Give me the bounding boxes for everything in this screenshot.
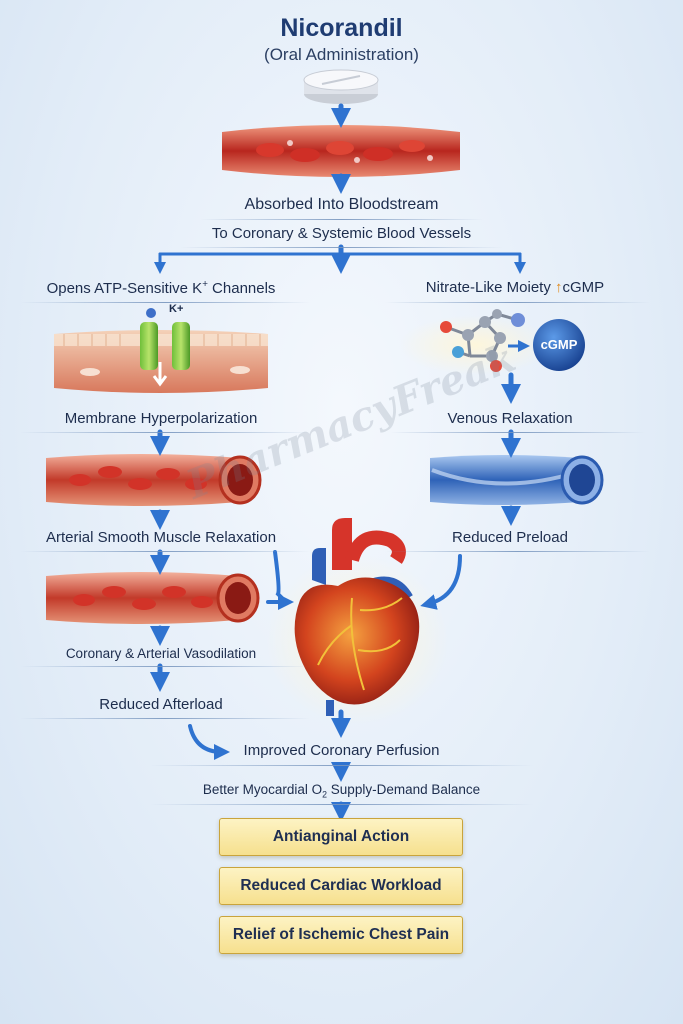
administration-route: (Oral Administration) (264, 45, 419, 64)
drug-title: Nicorandil (280, 14, 403, 42)
step-absorbed: Absorbed Into Bloodstream (244, 196, 439, 213)
step-reduced-preload: Reduced Preload (452, 529, 568, 546)
bloodstream-vessel-illustration (222, 125, 460, 177)
step-improved-perfusion: Improved Coronary Perfusion (243, 742, 440, 759)
outcome-reduced-workload: Reduced Cardiac Workload (219, 867, 463, 905)
outcome-relief-chest-pain: Relief of Ischemic Chest Pain (219, 916, 463, 954)
step-venous-relaxation: Venous Relaxation (447, 410, 573, 427)
divider (385, 302, 650, 303)
heart-illustration (265, 518, 449, 725)
step-reduced-afterload: Reduced Afterload (99, 696, 223, 713)
step-to-vessels: To Coronary & Systemic Blood Vessels (211, 225, 472, 242)
divider (385, 551, 650, 552)
divider (200, 219, 483, 220)
pill-tablet (303, 69, 379, 104)
increase-arrow-icon: ↑ (555, 279, 563, 296)
artery-relaxation-illustration (46, 454, 262, 506)
coronary-artery-illustration (46, 572, 260, 624)
potassium-ion-label: K+ (169, 303, 184, 315)
divider (20, 718, 310, 719)
flow-arrows (150, 103, 526, 822)
divider (150, 765, 533, 766)
divider (20, 551, 310, 552)
divider (20, 302, 310, 303)
potassium-channel-illustration (54, 308, 268, 393)
divider (180, 247, 503, 248)
divider (390, 432, 645, 433)
step-arterial-relaxation: Arterial Smooth Muscle Relaxation (45, 529, 277, 546)
step-coronary-vasodilation: Coronary & Arterial Vasodilation (65, 646, 257, 661)
nitrate-molecule-illustration (400, 309, 585, 375)
cgmp-badge: cGMP (540, 337, 578, 352)
outcome-antianginal: Antianginal Action (219, 818, 463, 856)
step-nitrate-moiety: Nitrate-Like Moiety ↑cGMP (425, 279, 605, 296)
divider (150, 804, 533, 805)
step-k-channels: Opens ATP-Sensitive K+ Channels (46, 279, 276, 297)
step-hyperpolarization: Membrane Hyperpolarization (64, 410, 258, 427)
vein-relaxation-illustration (430, 455, 604, 505)
divider (20, 432, 310, 433)
step-o2-balance: Better Myocardial O2 Supply-Demand Balan… (202, 782, 481, 800)
divider (20, 666, 310, 667)
